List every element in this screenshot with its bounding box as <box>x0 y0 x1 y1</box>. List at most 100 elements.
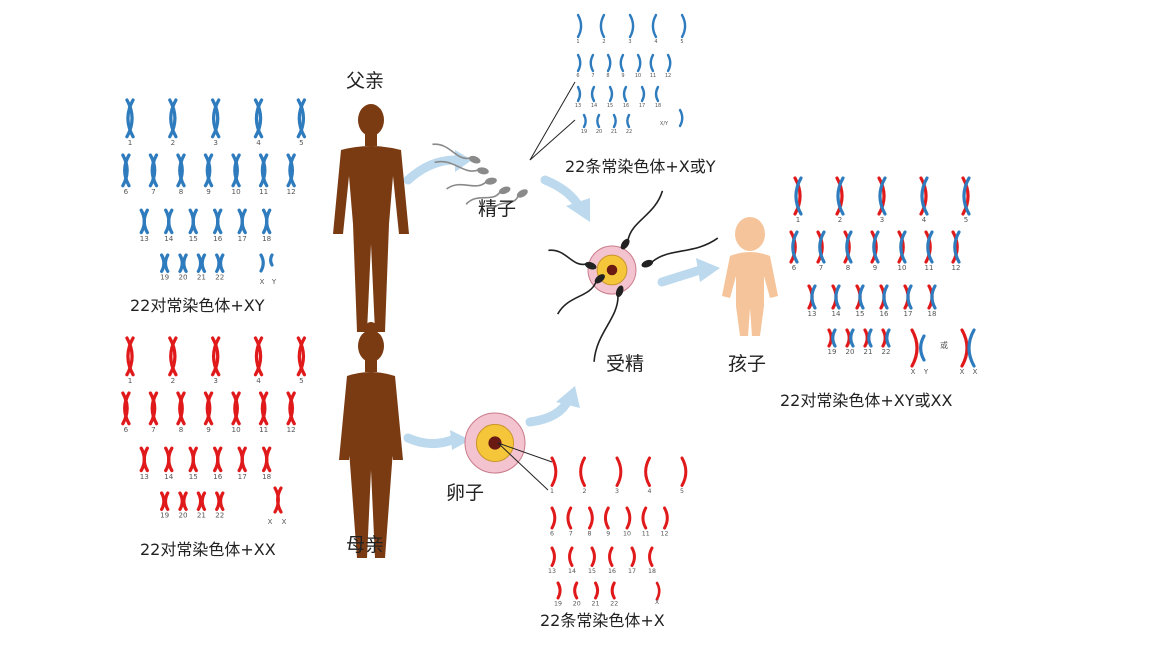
chromosome-number: X <box>260 278 265 286</box>
sperm-tail <box>465 191 501 205</box>
chromosome-number: 11 <box>259 425 268 434</box>
chromosome-number: 11 <box>925 264 934 272</box>
sperm-head <box>584 261 597 270</box>
chromosome <box>622 85 628 103</box>
chromosome-number: 5 <box>964 216 968 224</box>
chromosome <box>566 506 573 530</box>
chromosome-number: 21 <box>197 273 206 282</box>
egg-nucleus <box>606 264 618 276</box>
chromosome <box>196 491 203 511</box>
child-karyotype-caption: 22对常染色体+XY或XX <box>780 391 953 410</box>
chromosome <box>619 53 625 73</box>
chromosome <box>644 456 651 487</box>
chromosome <box>253 336 263 377</box>
chromosome-number: 12 <box>661 531 669 538</box>
chromosome-number: 5 <box>299 376 304 385</box>
chromosome <box>835 176 844 216</box>
chromosome <box>818 230 826 264</box>
chromosome-number: 9 <box>621 73 624 79</box>
chromosome <box>608 546 614 567</box>
chromosome <box>233 153 241 188</box>
chromosome-number: 19 <box>160 273 170 282</box>
sperm-head <box>615 285 624 298</box>
curved-arrow-icon <box>540 175 590 222</box>
fertilization-label: 受精 <box>606 353 645 375</box>
chromosome-number: 20 <box>596 129 602 135</box>
chromosome <box>849 328 855 348</box>
chromosome <box>200 491 207 511</box>
sperm-icon <box>446 177 497 190</box>
chromosome-number: 9 <box>606 531 610 538</box>
chromosome-number: 19 <box>581 129 587 135</box>
chromosome <box>579 456 586 487</box>
chromosome <box>123 391 131 426</box>
chromosome <box>168 336 177 377</box>
chromosome-number: 15 <box>588 568 596 575</box>
neck-shape <box>365 134 377 146</box>
egg-cell-icon <box>587 245 637 295</box>
egg-label: 卵子 <box>446 482 485 504</box>
chromosome-number: 7 <box>569 531 573 538</box>
chromosome <box>123 153 131 188</box>
chromosome-number: 8 <box>846 264 850 272</box>
chromosome-number: X <box>973 368 978 376</box>
chromosome <box>594 581 600 600</box>
chromosome <box>843 230 851 264</box>
chromosome <box>641 506 648 530</box>
chromosome <box>640 85 646 103</box>
chromosome <box>816 230 824 264</box>
sperm-icon <box>548 249 597 270</box>
sperm-tail <box>434 160 479 172</box>
chromosome-number: 3 <box>213 138 218 147</box>
chromosome-number: 1 <box>128 138 133 147</box>
chromosome-number: 1 <box>796 216 800 224</box>
chromosome <box>258 153 267 188</box>
chromosome <box>288 153 296 188</box>
chromosome-number: X <box>268 518 273 526</box>
chromosome-number: X <box>655 599 659 606</box>
chromosome <box>680 13 687 39</box>
chromosome-number: 16 <box>880 310 889 318</box>
chromosome-number: 2 <box>171 376 176 385</box>
chromosome <box>678 108 684 128</box>
arrow-head <box>566 198 590 222</box>
chromosome <box>163 491 170 511</box>
chromosome <box>919 334 926 362</box>
chromosome <box>550 456 558 487</box>
sperm-tail <box>651 237 719 263</box>
chromosome <box>125 98 134 139</box>
chromosome-number: 3 <box>213 376 218 385</box>
chromosome <box>599 13 606 39</box>
chromosome <box>827 328 833 348</box>
chromosome <box>906 284 913 310</box>
chromosome-number: 18 <box>262 472 272 481</box>
chromosome <box>200 253 207 273</box>
chromosome <box>211 98 221 139</box>
chromosome <box>588 506 594 530</box>
mother-karyotype-caption: 22对常染色体+XX <box>140 540 276 559</box>
chromosome <box>589 53 595 73</box>
chromosome-number: 14 <box>832 310 841 318</box>
sperm-icon <box>593 285 624 362</box>
chromosome <box>608 85 614 103</box>
chromosome-number: 15 <box>189 234 198 243</box>
chromosome-number: 2 <box>583 488 587 495</box>
chromosome <box>240 208 247 235</box>
chromosome-number: 4 <box>922 216 927 224</box>
chromosome <box>176 153 184 188</box>
chromosome <box>218 253 225 273</box>
chromosome <box>260 153 269 188</box>
sperm-icon <box>465 186 511 205</box>
chromosome-number: Y <box>923 368 929 376</box>
chromosome <box>203 153 212 188</box>
chromosome <box>910 328 919 368</box>
chromosome <box>858 284 865 310</box>
chromosome-number: 18 <box>928 310 937 318</box>
body-shape <box>333 146 409 332</box>
sperm-tail <box>548 249 587 266</box>
sperm-tail <box>593 295 619 362</box>
chromosome-number: 20 <box>846 348 855 356</box>
